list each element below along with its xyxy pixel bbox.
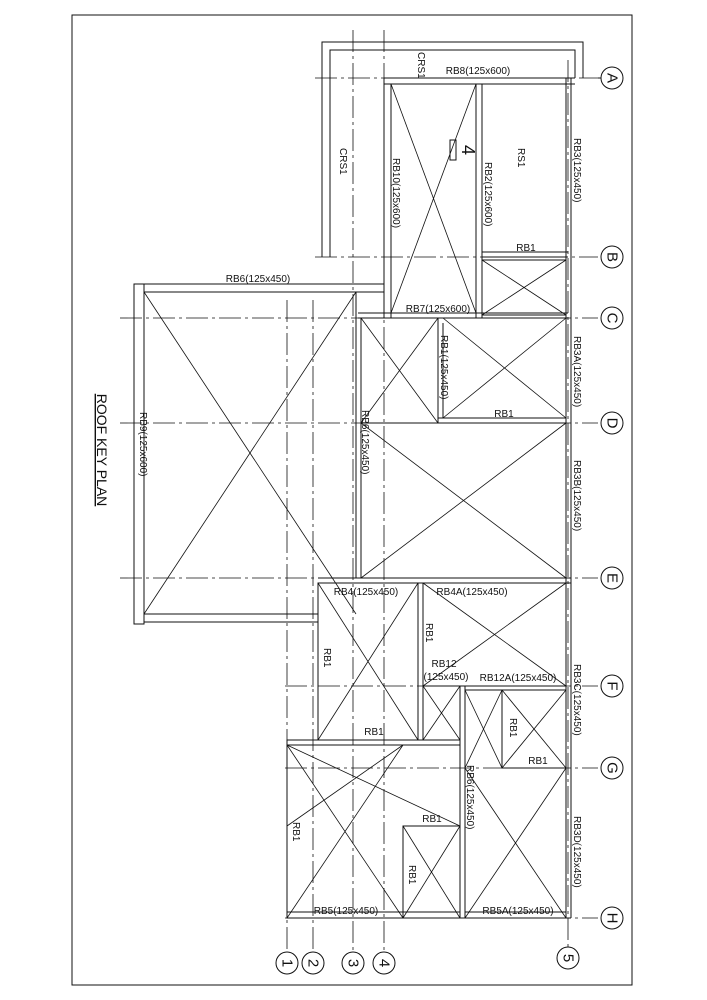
grid-lines [120,30,598,960]
grid-label-1: 1 [279,959,296,967]
grid-label-5: 5 [560,954,577,962]
label-rb7: RB7(125x600) [406,304,470,315]
grid-bubble-g [600,756,624,780]
grid-bubble-h [600,906,624,930]
grid-label-e: E [604,573,621,583]
grid-label-2: 2 [305,959,322,967]
canopy-outline [321,41,584,257]
label-rb1-125: RB1(125x450) [438,335,449,399]
label-rb2: RB2(125x600) [482,162,493,226]
label-rb1-small-h: RB1 [406,865,417,885]
grid-bubble-2 [301,951,325,975]
label-rb1-gh: RB1 [422,814,442,825]
grid-bubble-5 [556,946,580,970]
grid-bubble-a [600,66,624,90]
label-rb3: RB3(125x450) [571,138,582,202]
grid-label-f: F [604,681,621,690]
grid-label-h: H [604,913,621,924]
label-rb3c: RB3C(125x450) [571,664,582,736]
grid-label-d: D [604,418,621,429]
grid-label-4: 4 [376,959,393,967]
label-mark-4: 4 [458,145,478,155]
grid-bubble-e [600,566,624,590]
label-rb1-fg-small: RB1 [507,718,518,738]
label-rb1-left-block: RB1 [364,727,384,738]
label-crs1-top: CRS1 [415,52,426,79]
slab-crosses [143,83,567,919]
label-rb6-mid: RB6(125x450) [359,410,370,474]
sheet-border [71,14,633,986]
grid-label-b: B [604,252,621,262]
label-rb1-g: RB1 [528,756,548,767]
grid-label-a: A [604,73,621,83]
label-rb12: RB12 [431,659,456,670]
label-rb10: RB10(125x600) [390,158,401,228]
label-rb3d: RB3D(125x450) [571,816,582,888]
grid-bubble-4 [372,951,396,975]
label-rs1: RS1 [515,148,526,168]
grid-label-g: G [604,762,621,774]
label-rb12-dim: (125x450) [423,672,468,683]
label-rb4a: RB4A(125x450) [436,587,507,598]
label-rb9: RB9(125x600) [137,412,148,476]
label-rb1-b: RB1 [516,243,536,254]
label-rb3b: RB3B(125x450) [571,460,582,531]
label-rb8: RB8(125x600) [446,66,510,77]
grid-bubble-3 [341,951,365,975]
label-rb6-g: RB6(125x450) [464,765,475,829]
label-rb5: RB5(125x450) [314,906,378,917]
label-rb4: RB4(125x450) [334,587,398,598]
label-rb5a: RB5A(125x450) [482,906,553,917]
grid-bubble-b [600,245,624,269]
label-rb1-mid-e: RB1 [423,623,434,643]
grid-label-c: C [604,313,621,324]
label-rb1-d: RB1 [494,409,514,420]
label-crs1-side: CRS1 [337,148,348,175]
grid-bubble-c [600,306,624,330]
plan-title: ROOF KEY PLAN [94,394,110,507]
label-rb1-left-e: RB1 [321,648,332,668]
label-rb12a: RB12A(125x450) [480,673,557,684]
label-rb6-top: RB6(125x450) [226,274,290,285]
grid-bubbles [275,66,624,975]
grid-bubble-1 [275,951,299,975]
grid-bubble-f [600,674,624,698]
grid-bubble-d [600,411,624,435]
grid-bubble-labels: A B C D E F G H 1 2 3 4 5 [279,73,621,967]
section-mark [449,139,457,161]
beam-outlines [133,41,584,919]
grid-label-3: 3 [345,959,362,967]
label-rb1-lower-left: RB1 [290,822,301,842]
label-rb3a: RB3A(125x450) [571,336,582,407]
beam-labels: RB8(125x600) CRS1 RB3(125x450) RB10(125x… [94,52,582,917]
